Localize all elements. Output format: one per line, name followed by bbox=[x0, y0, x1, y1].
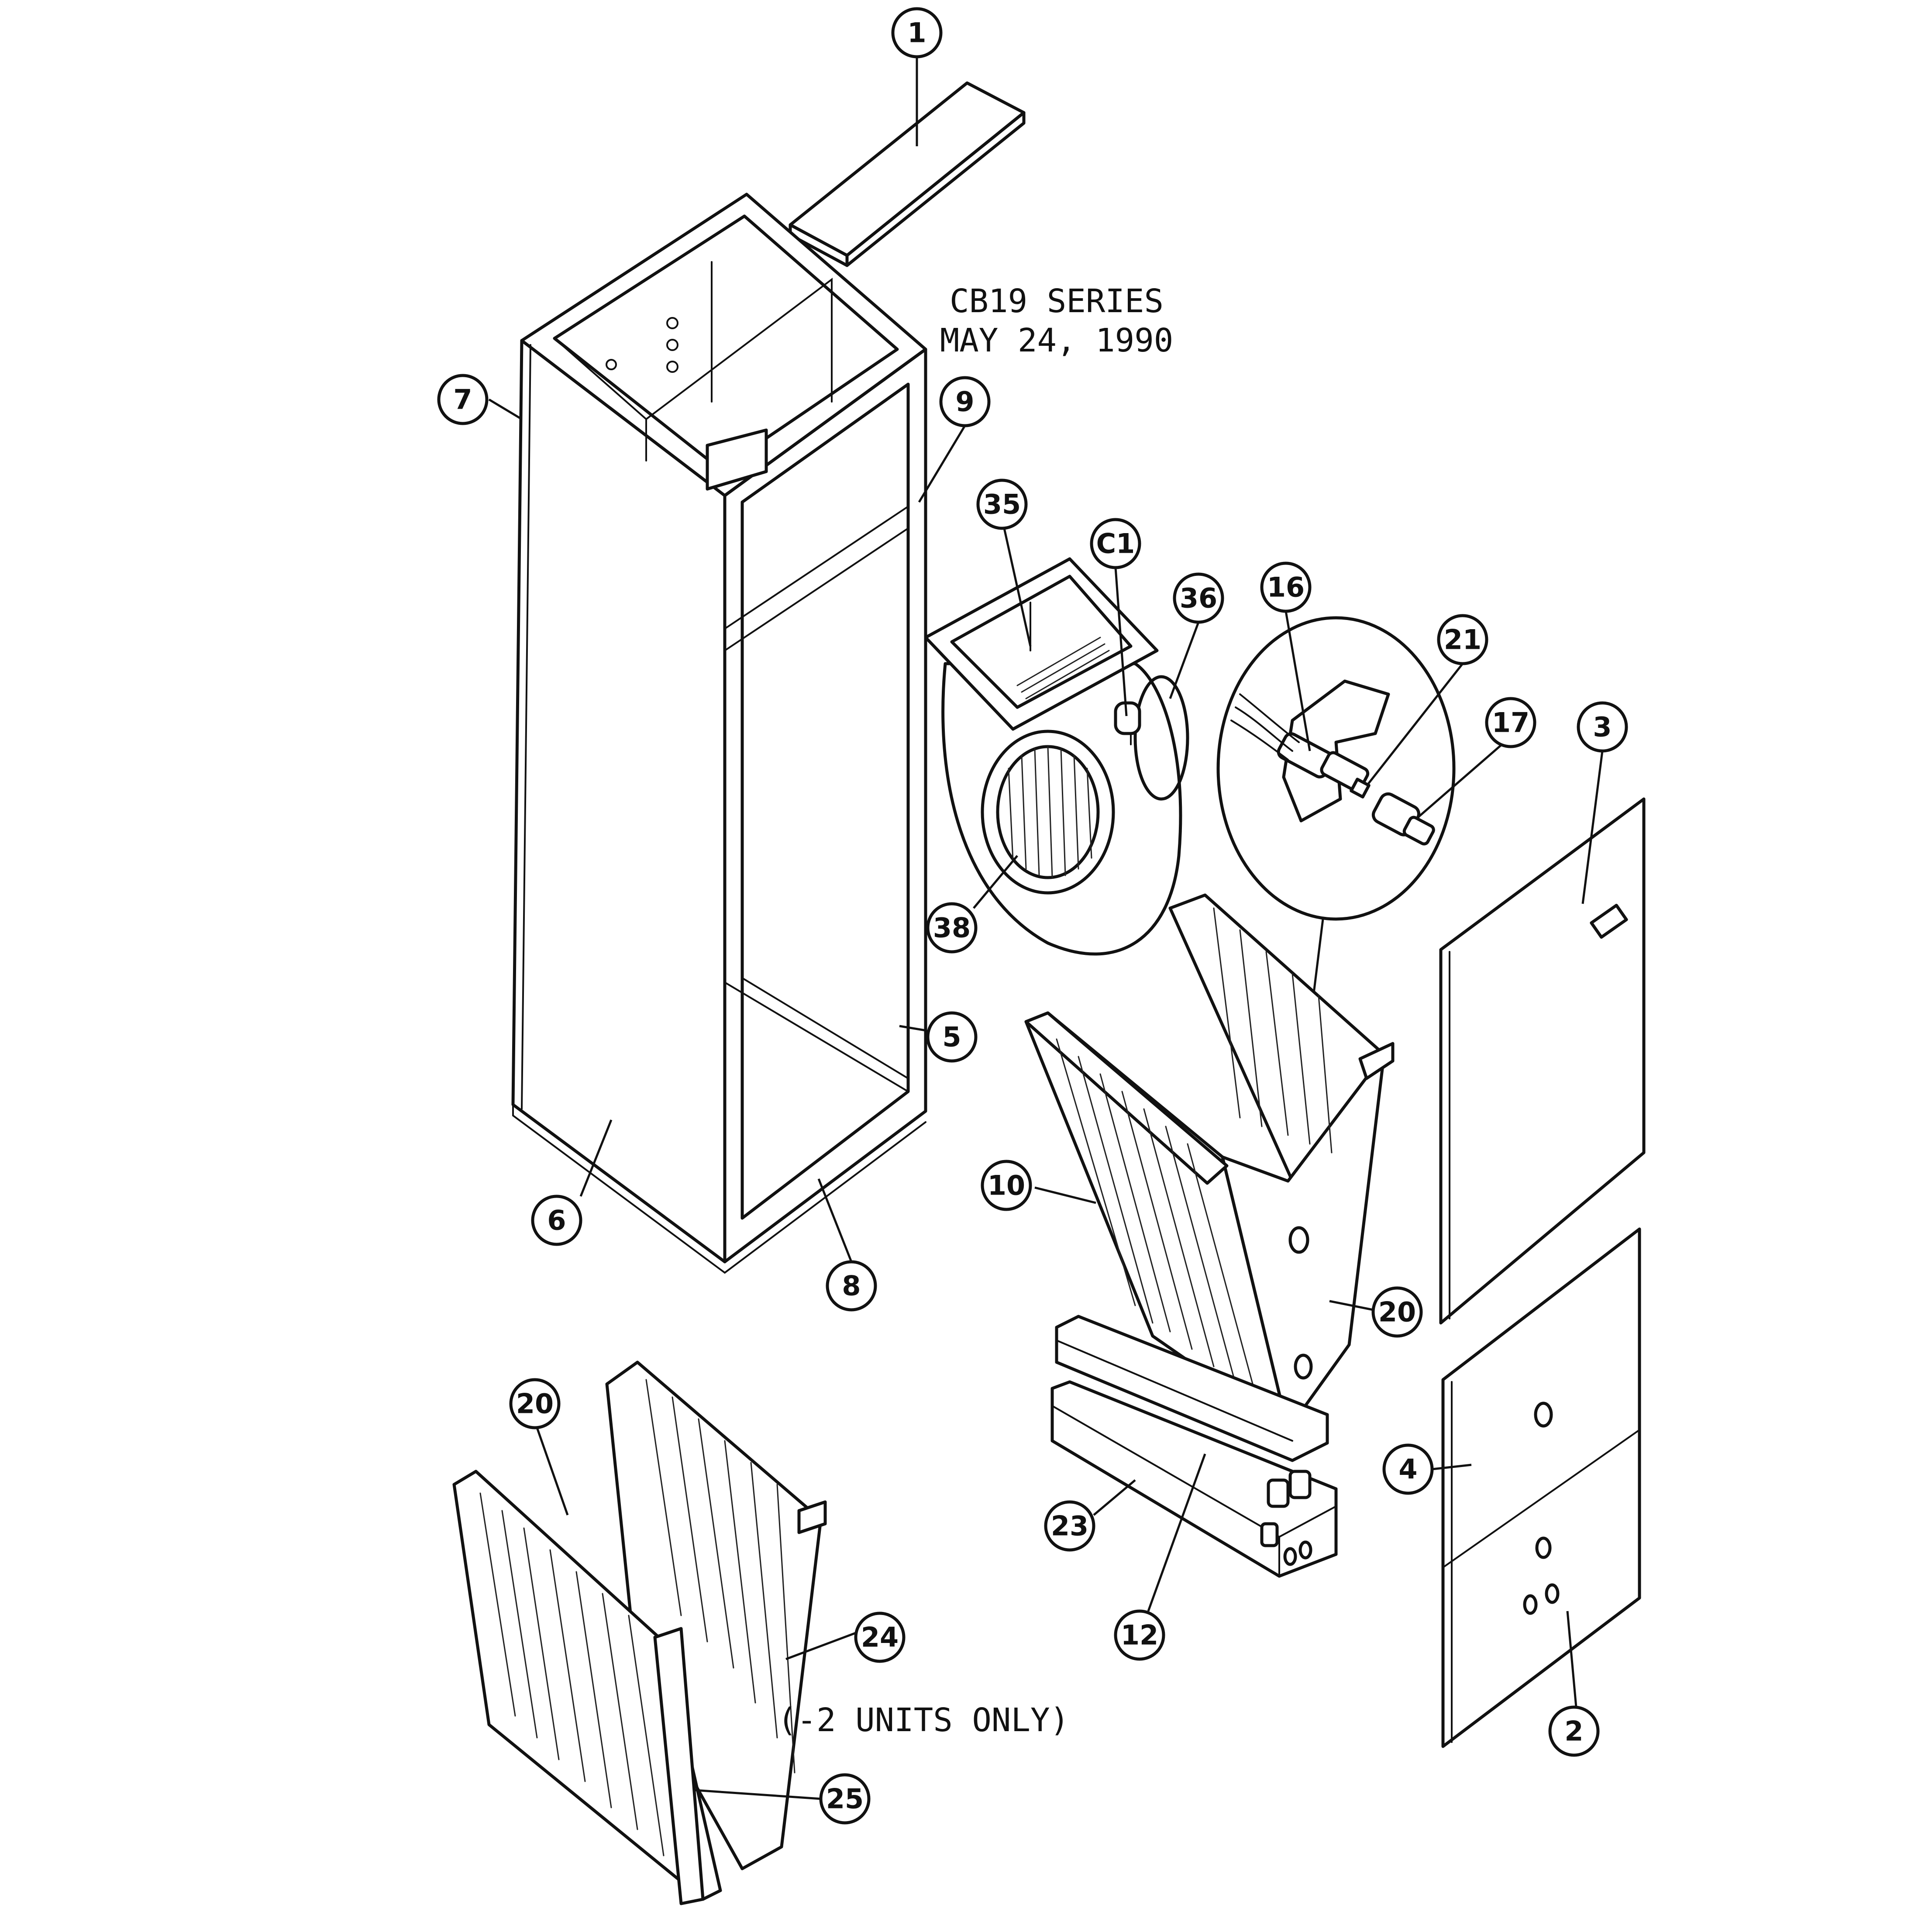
callout-36-label: 36 bbox=[1180, 582, 1217, 614]
callout-24-label: 24 bbox=[861, 1622, 899, 1653]
callout-16-label: 16 bbox=[1267, 572, 1305, 603]
callout-24: 24 bbox=[854, 1612, 906, 1663]
callout-20a-label: 20 bbox=[1378, 1296, 1416, 1328]
callout-20-lower-coil: 20 bbox=[509, 1378, 561, 1429]
callout-12: 12 bbox=[1114, 1609, 1165, 1661]
callout-16: 16 bbox=[1260, 561, 1312, 613]
callout-2: 2 bbox=[1548, 1705, 1600, 1757]
callout-2-label: 2 bbox=[1564, 1715, 1583, 1747]
callout-35: 35 bbox=[976, 479, 1028, 530]
diagram-title-series: CB19 SERIES bbox=[950, 282, 1164, 320]
callout-17-label: 17 bbox=[1492, 707, 1529, 739]
callout-23-label: 23 bbox=[1051, 1510, 1088, 1542]
panel-3 bbox=[1439, 797, 1646, 1325]
callout-12-label: 12 bbox=[1121, 1619, 1158, 1651]
callout-4: 4 bbox=[1382, 1443, 1434, 1495]
panel-4-2 bbox=[1441, 1227, 1641, 1748]
diagram-title-date: MAY 24, 1990 bbox=[940, 322, 1174, 359]
callout-C1: C1 bbox=[1090, 518, 1141, 569]
callout-1: 1 bbox=[891, 7, 943, 59]
burner-trays bbox=[1050, 1315, 1338, 1578]
callout-23: 23 bbox=[1044, 1500, 1095, 1552]
cabinet bbox=[511, 193, 927, 1274]
callout-6: 6 bbox=[531, 1195, 582, 1246]
callout-8-label: 8 bbox=[842, 1270, 861, 1302]
callout-3: 3 bbox=[1577, 701, 1628, 753]
callout-25: 25 bbox=[819, 1773, 871, 1825]
callout-20-heat-exchanger: 20 bbox=[1371, 1286, 1423, 1338]
callout-10: 10 bbox=[981, 1160, 1032, 1211]
callout-1-label: 1 bbox=[907, 17, 926, 49]
callout-38: 38 bbox=[926, 902, 978, 954]
callout-7-label: 7 bbox=[453, 384, 472, 416]
callout-4-label: 4 bbox=[1398, 1453, 1417, 1485]
callout-20b-label: 20 bbox=[516, 1388, 554, 1420]
callout-36: 36 bbox=[1173, 572, 1224, 624]
callout-35-label: 35 bbox=[983, 489, 1021, 520]
callout-21: 21 bbox=[1437, 614, 1488, 665]
part-top-panel bbox=[789, 81, 1026, 267]
detail-circle-fittings bbox=[1216, 616, 1456, 1179]
callout-38-label: 38 bbox=[933, 912, 971, 944]
callout-21-label: 21 bbox=[1444, 624, 1481, 656]
blower-assembly bbox=[924, 557, 1189, 956]
callout-25-label: 25 bbox=[826, 1783, 864, 1815]
heat-exchanger bbox=[1024, 893, 1395, 1432]
callout-3-label: 3 bbox=[1593, 711, 1612, 743]
callout-5: 5 bbox=[926, 1011, 978, 1063]
callout-9-label: 9 bbox=[955, 386, 974, 418]
callout-17: 17 bbox=[1485, 697, 1536, 748]
callout-8: 8 bbox=[826, 1260, 877, 1312]
callout-C1-label: C1 bbox=[1096, 528, 1135, 560]
lower-coil-assembly bbox=[452, 1360, 827, 1905]
callout-6-label: 6 bbox=[547, 1205, 566, 1236]
callout-7: 7 bbox=[437, 374, 489, 425]
callout-9: 9 bbox=[939, 376, 991, 427]
leader-lines bbox=[488, 57, 1604, 1800]
callout-10-label: 10 bbox=[988, 1170, 1025, 1202]
callout-5-label: 5 bbox=[942, 1021, 961, 1053]
units-note: (-2 UNITS ONLY) bbox=[778, 1701, 1069, 1739]
